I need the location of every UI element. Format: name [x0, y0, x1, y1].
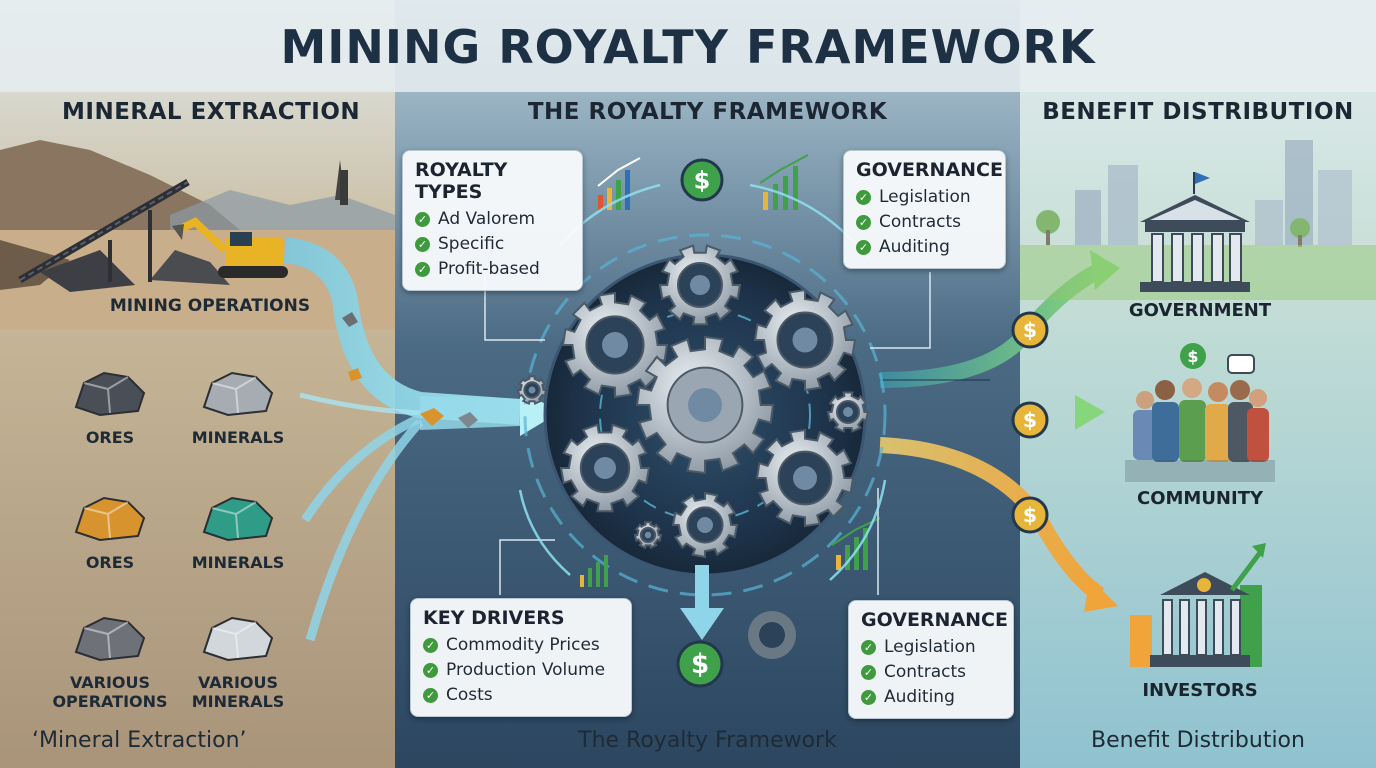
card-connectors: [484, 270, 931, 595]
royalty-type-item: ✓Profit-based: [415, 257, 570, 282]
key-drivers-heading: Key Drivers: [423, 607, 565, 629]
rock-icon: [198, 367, 278, 417]
governance-item: ✓Contracts: [861, 660, 1001, 685]
mining-landscape: [0, 140, 395, 330]
key-driver-item: ✓Commodity Prices: [423, 633, 619, 658]
gear-icon-bottom-dollar: [671, 491, 739, 559]
dollar-coin-icon-top: $: [680, 158, 724, 202]
gear-icon-small-dollar: [826, 391, 870, 433]
key-driver-item: ✓Costs: [423, 683, 619, 708]
rock-icon: [198, 612, 278, 662]
dollar-coin-icon-government: $: [1011, 311, 1049, 349]
recipient-investors: Investors: [1142, 680, 1258, 701]
government-building-icon: [1140, 172, 1250, 292]
inflow-streams: [283, 237, 560, 642]
section-heading-center: The Royalty Framework: [527, 99, 888, 125]
mining-operations-label: Mining Operations: [109, 296, 311, 316]
svg-text:$: $: [1187, 347, 1198, 366]
dollar-symbol: $: [1023, 408, 1037, 432]
mineral-label: Minerals: [191, 428, 285, 447]
rock-icon: [70, 492, 150, 542]
dollar-symbol: $: [1023, 503, 1037, 527]
governance-card-bottom: Governance ✓Legislation ✓Contracts ✓Audi…: [848, 600, 1014, 719]
governance-card-top: Governance ✓Legislation ✓Contracts ✓Audi…: [843, 150, 1006, 269]
check-icon: ✓: [423, 663, 438, 678]
royalty-types-card: Royalty Types ✓Ad Valorem ✓Specific ✓Pro…: [402, 150, 583, 291]
check-icon: ✓: [861, 640, 876, 655]
mineral-label: Ores: [85, 428, 135, 447]
dollar-symbol: $: [1023, 318, 1037, 342]
check-icon: ✓: [415, 262, 430, 277]
governance-heading: Governance: [861, 609, 1008, 631]
check-icon: ✓: [861, 665, 876, 680]
investors-bank-icon: [1130, 543, 1266, 667]
title-band: [0, 0, 1376, 92]
bottom-gear-icon: [748, 611, 796, 659]
coin-group: $ $ $ $ $: [676, 158, 1049, 688]
dollar-symbol: $: [691, 649, 709, 680]
key-driver-item: ✓Production Volume: [423, 658, 619, 683]
gear-icon-left: [561, 291, 669, 399]
mineral-label: Minerals: [191, 553, 285, 572]
check-icon: ✓: [423, 688, 438, 703]
check-icon: ✓: [856, 240, 871, 255]
gear-icon-right-chart: [753, 288, 857, 392]
check-icon: ✓: [856, 190, 871, 205]
footer-center: The Royalty Framework: [578, 728, 837, 753]
gear-icon-top: [658, 244, 742, 326]
governance-item: ✓Auditing: [856, 235, 993, 260]
governance-item: ✓Legislation: [861, 635, 1001, 660]
check-icon: ✓: [423, 638, 438, 653]
royalty-type-item: ✓Ad Valorem: [415, 207, 570, 232]
recipient-government: Government: [1128, 300, 1272, 321]
dollar-coin-icon-bottom: $: [676, 640, 724, 688]
down-arrow: [680, 565, 724, 640]
check-icon: ✓: [861, 690, 876, 705]
community-people-icon: $: [1125, 343, 1275, 482]
gear-icon-lower-right-target: [755, 428, 855, 528]
section-heading-left: Mineral Extraction: [62, 99, 361, 125]
governance-item: ✓Contracts: [856, 210, 993, 235]
rock-icon: [70, 612, 150, 662]
footer-right: Benefit Distribution: [1091, 728, 1305, 753]
trend-chart-icon-top-left: [597, 157, 641, 210]
trend-chart-icon-top-right: [759, 154, 809, 210]
gear-icon-lower-left-chart: [559, 423, 651, 513]
key-drivers-card: Key Drivers ✓Commodity Prices ✓Productio…: [410, 598, 632, 717]
rock-icon: [70, 367, 150, 417]
dollar-coin-icon-investors: $: [1011, 496, 1049, 534]
governance-item: ✓Legislation: [856, 185, 993, 210]
gear-icon-tiny-bottom: [633, 521, 663, 550]
gear-icon-center: [635, 335, 775, 475]
gear-icon-tiny-left: [516, 375, 548, 406]
dollar-coin-icon-community: $: [1011, 401, 1049, 439]
mineral-label: Ores: [85, 553, 135, 572]
section-heading-right: Benefit Distribution: [1042, 99, 1354, 125]
gear-cluster: [516, 244, 870, 559]
check-icon: ✓: [415, 212, 430, 227]
check-icon: ✓: [856, 215, 871, 230]
footer-left: ‘Mineral Extraction’: [32, 728, 247, 753]
check-icon: ✓: [415, 237, 430, 252]
rock-icon: [198, 492, 278, 542]
governance-heading: Governance: [856, 159, 1003, 181]
royalty-types-heading: Royalty Types: [415, 159, 508, 203]
left-panel: [0, 0, 395, 768]
page-title: Mining Royalty Framework: [280, 20, 1096, 74]
recipient-community: Community: [1136, 488, 1264, 509]
royalty-type-item: ✓Specific: [415, 232, 570, 257]
dollar-symbol: $: [694, 166, 711, 194]
governance-item: ✓Auditing: [861, 685, 1001, 710]
mineral-label: Various Minerals: [191, 673, 285, 711]
mineral-label: Various Operations: [52, 673, 168, 711]
